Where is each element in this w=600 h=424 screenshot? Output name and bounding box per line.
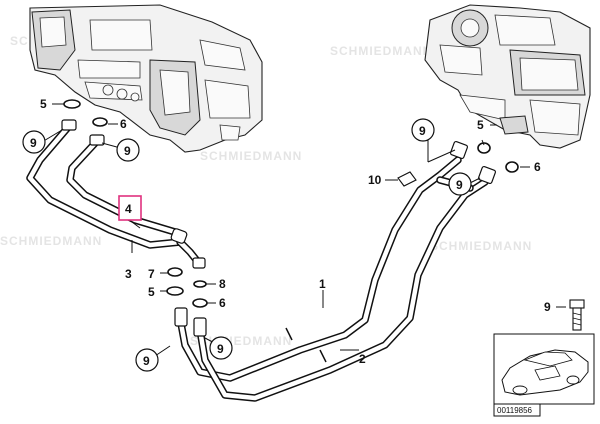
- circled-callouts: 9 9 9 9 9 9: [22, 118, 472, 372]
- circled-9-c: 9: [419, 124, 426, 138]
- callout-4-highlighted[interactable]: 4: [118, 195, 142, 221]
- circled-9-d: 9: [456, 178, 463, 192]
- callout-8: 8: [219, 277, 226, 291]
- svg-text:SCHMIEDMANN: SCHMIEDMANN: [0, 234, 102, 248]
- hose-end-fittings: [174, 140, 497, 337]
- callout-numbers: 5 6 3 7 5 8 6 1 2 10 5 6: [40, 97, 541, 366]
- hose-1-assembly: [176, 156, 462, 382]
- callout-6-upper-left: 6: [120, 117, 127, 131]
- circled-9-b: 9: [124, 144, 131, 158]
- callout-6-lower: 6: [219, 296, 226, 310]
- callout-1: 1: [319, 277, 326, 291]
- callout-5-upper-left: 5: [40, 97, 47, 111]
- svg-text:SCHMIEDMANN: SCHMIEDMANN: [200, 149, 302, 163]
- inset-callout-9: 9: [544, 300, 551, 314]
- callout-7: 7: [148, 267, 155, 281]
- callout-6-right: 6: [534, 160, 541, 174]
- hose-3-assembly: [26, 119, 206, 269]
- hose-sleeves: [285, 327, 327, 363]
- hose-2-assembly: [196, 176, 489, 402]
- callout-4: 4: [125, 202, 132, 216]
- callout-10: 10: [368, 173, 382, 187]
- heater-unit-left: [29, 4, 263, 153]
- callout-3: 3: [125, 267, 132, 281]
- callout-2: 2: [359, 352, 366, 366]
- catalog-number: 00119856: [497, 406, 533, 415]
- circled-9-f: 9: [217, 342, 224, 356]
- circled-9-e: 9: [143, 354, 150, 368]
- car-inset: 00119856: [493, 333, 595, 417]
- callout-5-right: 5: [477, 118, 484, 132]
- callout-5-lower: 5: [148, 285, 155, 299]
- svg-text:SCHMIEDMANN: SCHMIEDMANN: [430, 239, 532, 253]
- clip-icon: [397, 171, 417, 187]
- inset-bolt: 9: [544, 299, 585, 331]
- evaporator-unit-right: [424, 4, 591, 149]
- circled-9-a: 9: [30, 136, 37, 150]
- svg-text:SCHMIEDMANN: SCHMIEDMANN: [330, 44, 432, 58]
